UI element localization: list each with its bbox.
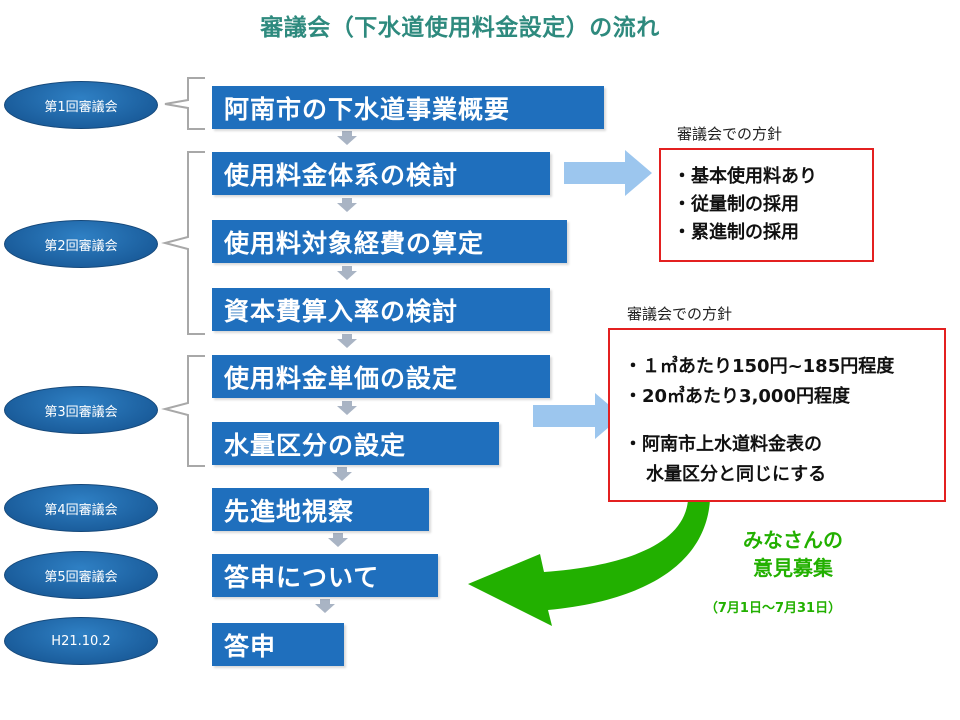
policy1-box: ・基本使用料あり ・従量制の採用 ・累進制の採用 [659,148,874,262]
opinion-period: （7月1日～7月31日） [704,601,842,616]
down-arrow-7 [328,533,348,547]
opinion-line-1: みなさんの [743,528,843,552]
down-arrow-4 [337,334,357,348]
down-arrow-6 [332,467,352,481]
step-down-arrows [315,131,357,613]
down-arrow-2 [337,198,357,212]
policy2-item-4: 水量区分と同じにする [646,464,827,485]
down-arrow-8 [315,599,335,613]
step-capital-rate: 資本費算入率の検討 [212,288,550,331]
step-cost-calculation: 使用料対象経費の算定 [212,220,567,263]
down-arrow-5 [337,401,357,415]
down-arrow-1 [337,131,357,145]
step-report-discussion: 答申について [212,554,438,597]
policy2-arrow [533,393,622,439]
step-fee-structure: 使用料金体系の検討 [212,152,550,195]
step-report: 答申 [212,623,344,666]
meeting-4-oval: 第4回審議会 [4,484,158,532]
meeting-1-oval: 第1回審議会 [4,81,158,129]
policy2-item-1: ・１㎥あたり150円~185円程度 [624,356,895,377]
policy1-item-3: ・累進制の採用 [673,222,799,243]
down-arrow-3 [337,266,357,280]
meeting-brackets [161,77,205,467]
opinion-heading: みなさんの 意見募集 [728,526,858,582]
policy1-item-2: ・従量制の採用 [673,194,799,215]
meeting-date-oval: H21.10.2 [4,617,158,665]
opinion-curved-arrow [468,500,710,626]
step-project-overview: 阿南市の下水道事業概要 [212,86,604,129]
bracket-meeting-1 [164,77,205,130]
step-volume-tiers: 水量区分の設定 [212,422,499,465]
policy1-arrow [564,150,652,196]
policy2-box: ・１㎥あたり150円~185円程度 ・20㎥あたり3,000円程度 ・阿南市上水… [608,328,946,502]
page-title: 審議会（下水道使用料金設定）の流れ [260,15,660,41]
bracket-meeting-2 [161,151,205,335]
step-site-visit: 先進地視察 [212,488,429,531]
opinion-line-2: 意見募集 [753,556,833,580]
meeting-2-oval: 第2回審議会 [4,220,158,268]
meeting-3-oval: 第3回審議会 [4,386,158,434]
policy2-item-2: ・20㎥あたり3,000円程度 [624,386,850,407]
policy1-label: 審議会での方針 [677,125,783,143]
policy2-item-3: ・阿南市上水道料金表の [624,434,822,455]
bracket-meeting-3 [161,355,205,467]
meeting-5-oval: 第5回審議会 [4,551,158,599]
step-unit-price: 使用料金単価の設定 [212,355,550,398]
policy2-label: 審議会での方針 [627,305,733,323]
policy1-item-1: ・基本使用料あり [673,166,817,187]
